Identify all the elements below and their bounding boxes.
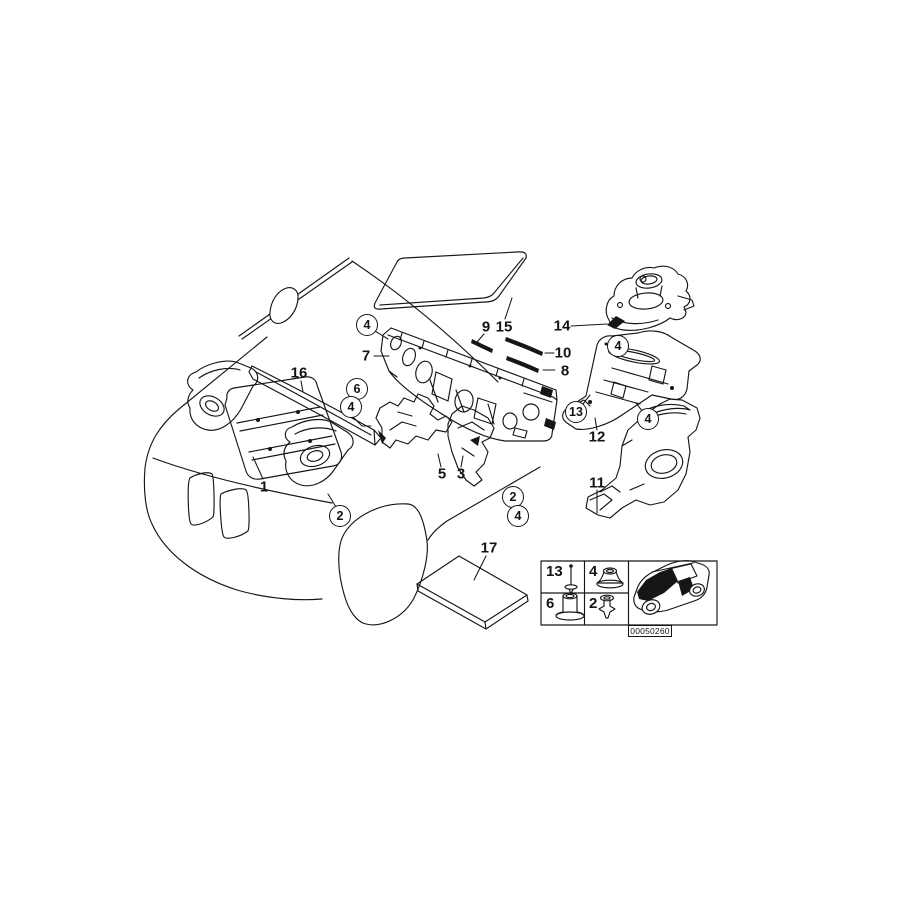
legend-cell-label-2: 2 (589, 595, 598, 612)
callout-15: 15 (495, 318, 513, 336)
kidney-grille-left (187, 472, 215, 526)
callout-11: 11 (589, 474, 605, 492)
circled-callout-4-lower: 4 (637, 408, 659, 430)
part-1-hood-insulation-panel (224, 376, 343, 480)
circled-callout-2-hood: 2 (329, 505, 351, 527)
part-16-cowl-strip (248, 365, 382, 446)
expanding-rivet-icon (598, 594, 616, 619)
part-9-strip (471, 339, 493, 353)
callout-8: 8 (560, 362, 570, 380)
callout-12: 12 (588, 428, 606, 446)
circled-callout-4-dash-top: 4 (356, 314, 378, 336)
part-10-strip (505, 337, 543, 356)
grommet-nut-icon (596, 567, 624, 589)
callout-3: 3 (456, 465, 466, 483)
part-2-hood-corner-pad-right (283, 418, 354, 487)
pin-rivet-icon (564, 564, 578, 595)
part-2-hood-corner-pad-left (187, 360, 259, 431)
callout-16: 16 (290, 364, 308, 382)
kidney-grille-right (219, 488, 250, 539)
circled-callout-4-body: 4 (507, 505, 529, 527)
callout-17: 17 (480, 539, 498, 557)
diagram-code-text: 00050260 (630, 626, 670, 636)
expansion-plug-icon (555, 592, 585, 621)
part-15-roof-insulation-sheet (373, 251, 527, 310)
door-mirror-outline (269, 287, 299, 325)
callout-9: 9 (481, 318, 491, 336)
part-3-insulation-piece (447, 405, 495, 487)
circled-callout-4-side-member: 4 (607, 335, 629, 357)
circled-callout-13: 13 (565, 401, 587, 423)
legend-cell-label-6: 6 (546, 595, 555, 612)
callout-1: 1 (259, 478, 269, 496)
car-body-outline (143, 257, 541, 626)
legend-box (540, 560, 718, 626)
circled-callout-2-body: 2 (502, 486, 524, 508)
callout-7: 7 (361, 347, 371, 365)
part-17-floor-insulation-sheet (416, 555, 529, 630)
callout-10: 10 (554, 344, 572, 362)
part-8-strip (506, 356, 539, 373)
part-5-insulation-piece (375, 393, 453, 449)
part-14-dome-insulation (605, 265, 695, 331)
highlighted-hood-area (637, 568, 678, 601)
diagram-code-badge: 00050260 (628, 625, 672, 637)
vehicle-thumbnail (633, 560, 710, 615)
legend-cell-label-13: 13 (546, 563, 563, 580)
callout-14: 14 (553, 317, 571, 335)
legend-cell-label-4: 4 (589, 563, 598, 580)
circled-callout-4-cowl: 4 (340, 396, 362, 418)
leader-lines (252, 297, 644, 581)
callout-5: 5 (437, 465, 447, 483)
part-7-dash-panel-insulation (380, 327, 558, 442)
wheel-arch (338, 503, 428, 626)
